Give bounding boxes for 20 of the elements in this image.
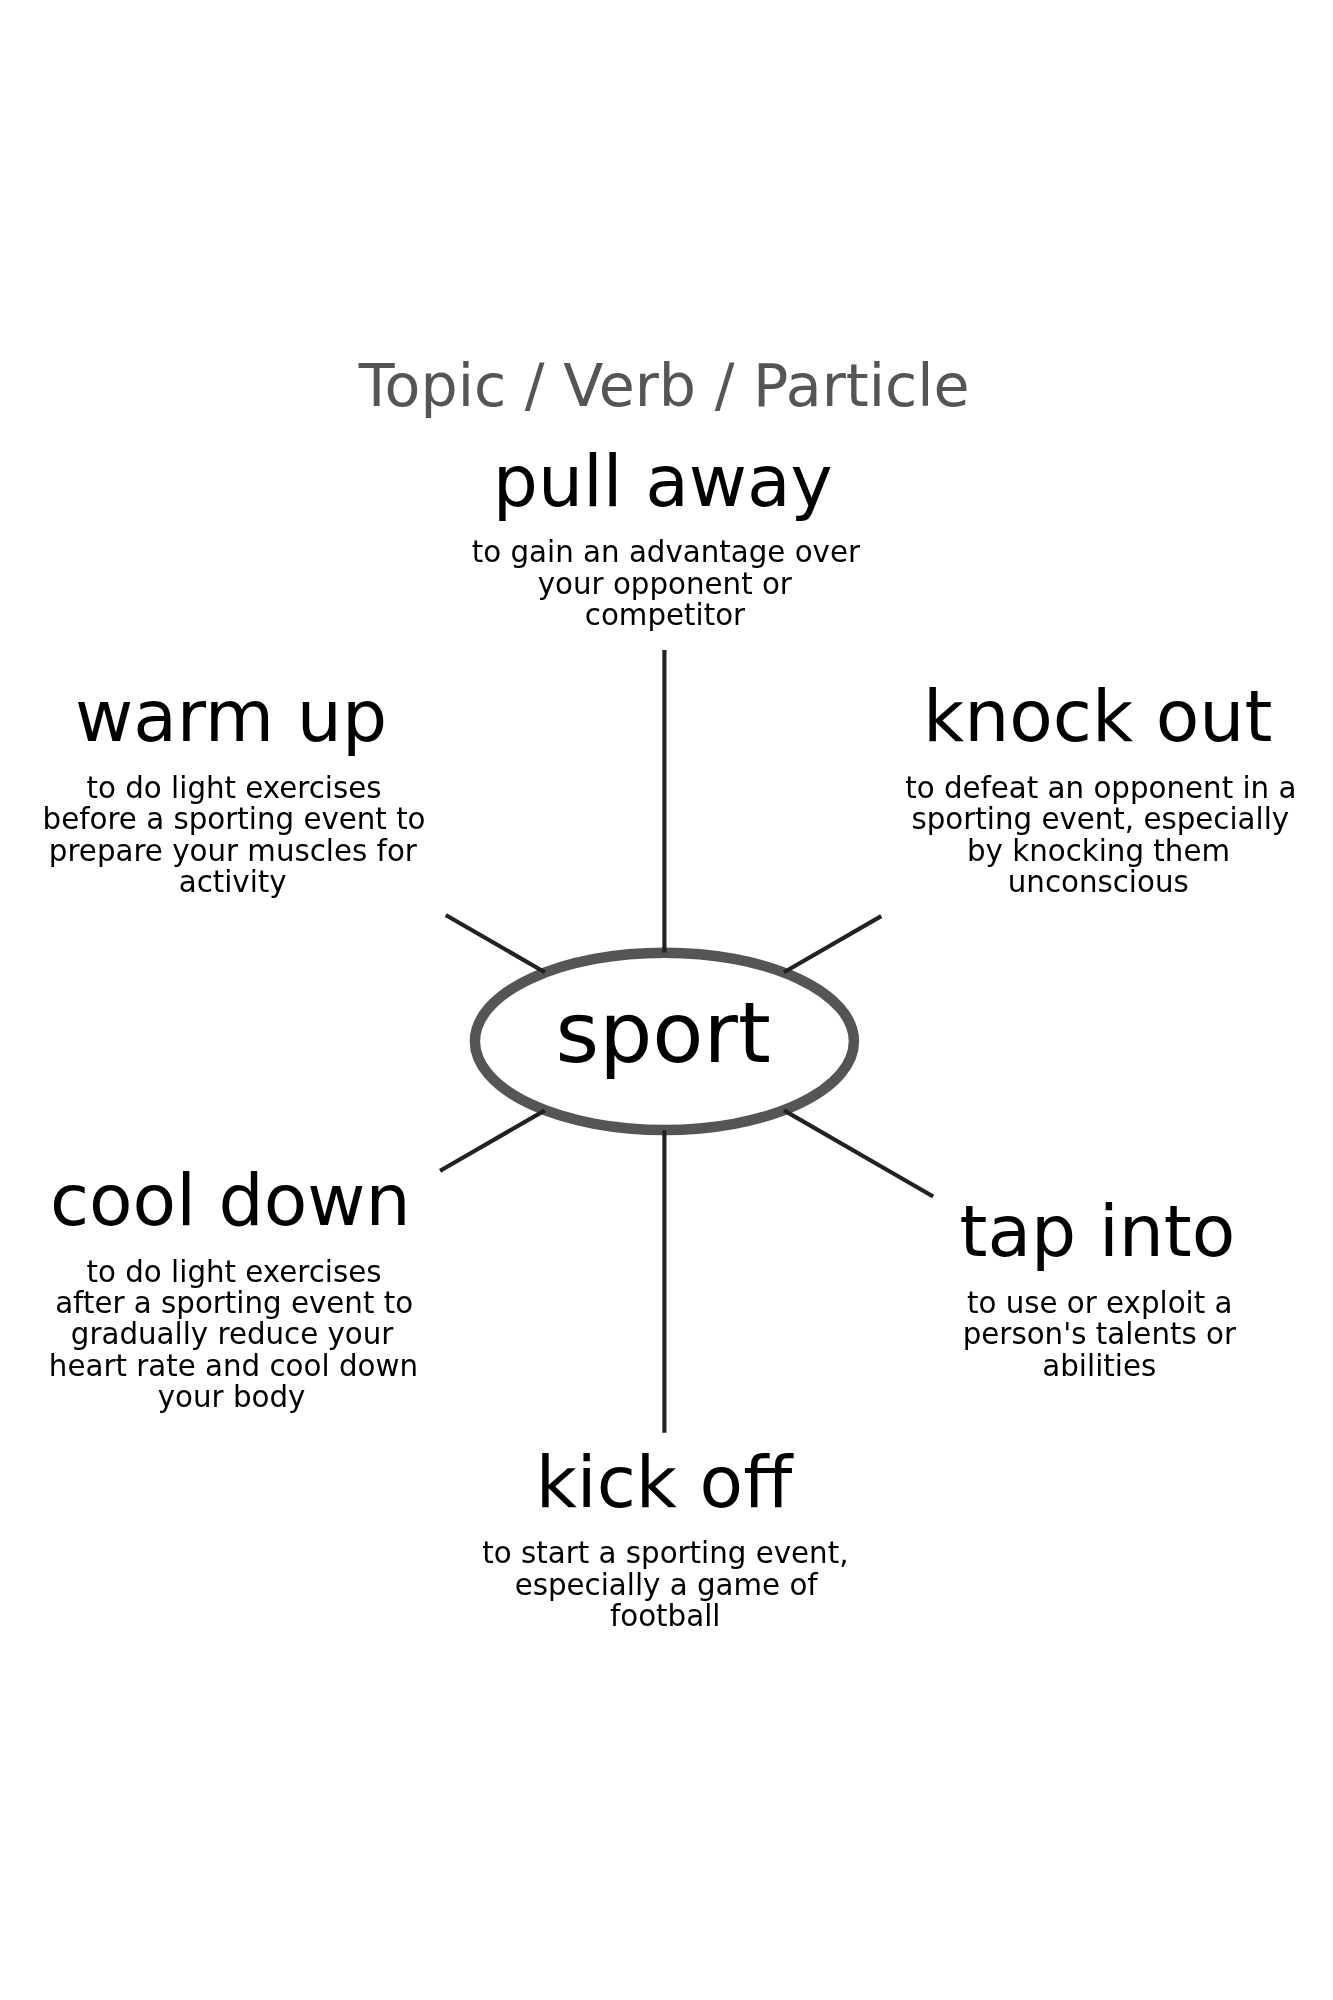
node-text: knock out bbox=[922, 674, 1273, 758]
node-label: to do light exercises after a sporting event to gradually reduce your heart rate and cool down your body bbox=[48, 1254, 418, 1414]
node-text: tap into bbox=[959, 1189, 1236, 1273]
connector bbox=[782, 913, 883, 974]
node-ellipse: sport bbox=[469, 946, 860, 1135]
node-label: to gain an advantage over your opponent or competitor bbox=[471, 534, 861, 632]
node-label: to defeat an opponent in a sporting event, especially by knocking them unconscious bbox=[905, 770, 1297, 899]
node-label: to do light exercises before a sporting event to prepare your muscles for activity bbox=[42, 770, 426, 899]
node-label: to start a sporting event, especially a game of football bbox=[482, 1535, 849, 1633]
connector bbox=[662, 1129, 667, 1433]
node-label: to use or exploit a person's talents or abilities bbox=[962, 1285, 1237, 1383]
connector bbox=[444, 912, 546, 974]
node-text: pull away bbox=[492, 439, 833, 523]
diagram-title: Topic / Verb / Particle bbox=[358, 351, 970, 420]
node-text: kick off bbox=[535, 1440, 793, 1524]
connector bbox=[782, 1108, 935, 1198]
connector bbox=[439, 1108, 546, 1173]
connector bbox=[662, 649, 667, 952]
node-text: cool down bbox=[49, 1158, 411, 1242]
node-text: warm up bbox=[75, 674, 388, 758]
